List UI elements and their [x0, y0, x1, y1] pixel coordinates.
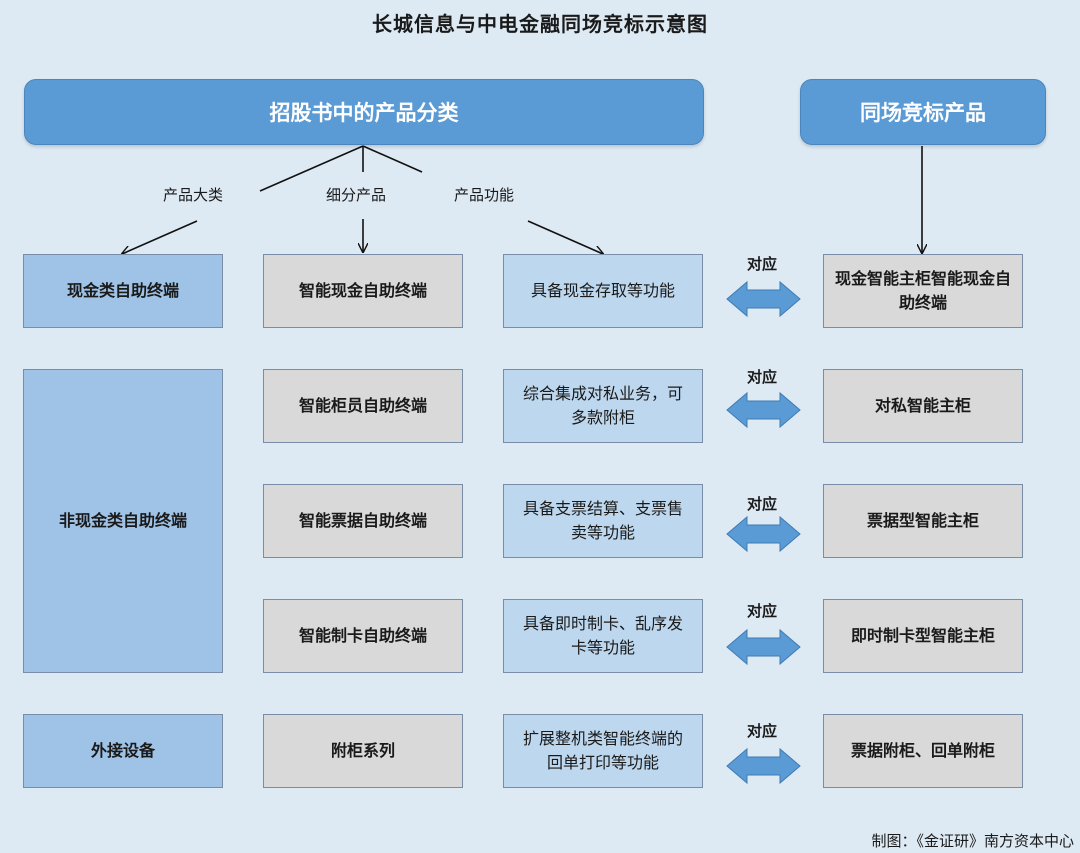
- double-arrow-icon: [726, 515, 801, 553]
- function-box: 综合集成对私业务，可多款附柜: [503, 369, 703, 443]
- diagram-title: 长城信息与中电金融同场竞标示意图: [372, 12, 708, 36]
- branch-line-function-top: [362, 145, 423, 173]
- competing-product-box: 票据附柜、回单附柜: [823, 714, 1023, 788]
- branch-line-category-bottom: [122, 220, 198, 254]
- category-non-cash-terminal: 非现金类自助终端: [23, 369, 223, 673]
- double-arrow-icon: [726, 391, 801, 429]
- double-arrow-icon: [726, 628, 801, 666]
- sub-product-box: 智能柜员自助终端: [263, 369, 463, 443]
- competing-product-box: 对私智能主柜: [823, 369, 1023, 443]
- corresponds-label: 对应: [747, 368, 778, 386]
- sub-product-box: 附柜系列: [263, 714, 463, 788]
- corresponds-label: 对应: [747, 722, 778, 740]
- double-arrow-icon: [726, 747, 801, 785]
- branch-line-function-bottom: [527, 220, 603, 254]
- category-peripheral-device: 外接设备: [23, 714, 223, 788]
- branch-label-function: 产品功能: [454, 186, 515, 204]
- branch-label-category: 产品大类: [163, 186, 224, 204]
- competing-product-box: 即时制卡型智能主柜: [823, 599, 1023, 673]
- header-product-classification: 招股书中的产品分类: [24, 79, 704, 145]
- branch-line-category-top: [259, 145, 364, 192]
- function-box: 具备现金存取等功能: [503, 254, 703, 328]
- corresponds-label: 对应: [747, 602, 778, 620]
- function-box: 具备即时制卡、乱序发卡等功能: [503, 599, 703, 673]
- function-box: 具备支票结算、支票售卖等功能: [503, 484, 703, 558]
- competing-product-box: 票据型智能主柜: [823, 484, 1023, 558]
- sub-product-box: 智能制卡自助终端: [263, 599, 463, 673]
- corresponds-label: 对应: [747, 495, 778, 513]
- category-cash-terminal: 现金类自助终端: [23, 254, 223, 328]
- chart-credit: 制图：《金证研》南方资本中心: [871, 832, 1074, 850]
- header-competing-products: 同场竞标产品: [800, 79, 1046, 145]
- sub-product-box: 智能票据自助终端: [263, 484, 463, 558]
- corresponds-label: 对应: [747, 255, 778, 273]
- sub-product-box: 智能现金自助终端: [263, 254, 463, 328]
- competing-product-box: 现金智能主柜智能现金自助终端: [823, 254, 1023, 328]
- double-arrow-icon: [726, 280, 801, 318]
- branch-label-sub-product: 细分产品: [326, 186, 387, 204]
- function-box: 扩展整机类智能终端的回单打印等功能: [503, 714, 703, 788]
